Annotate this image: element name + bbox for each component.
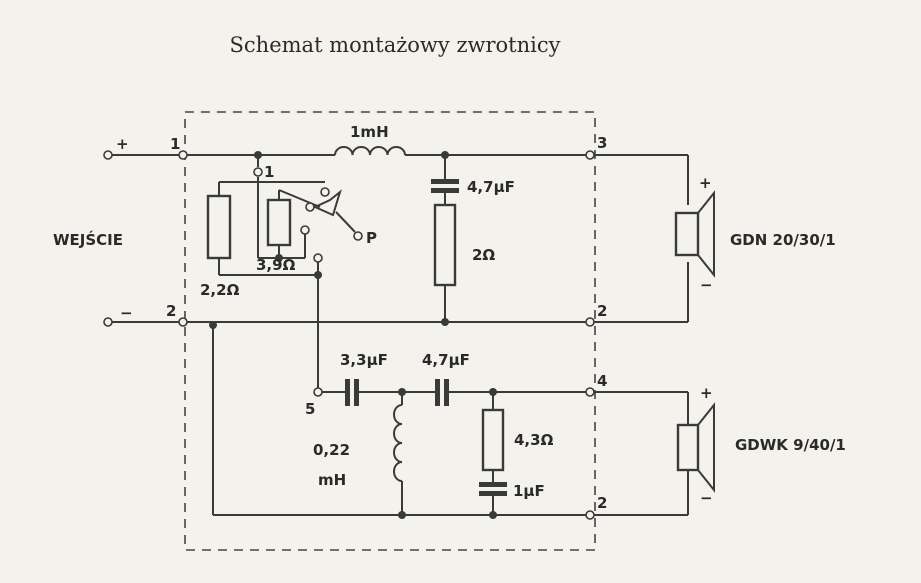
terminal-5 (313, 387, 323, 397)
capacitor-4-7uf-label: 4,7µF (467, 178, 515, 196)
resistor-3-9ohm-label: 3,9Ω (256, 256, 296, 274)
input-minus-terminal (103, 317, 113, 327)
terminal-2-input-label: 2 (166, 302, 176, 320)
terminal-1-label: 1 (170, 135, 180, 153)
input-label: WEJŚCIE (53, 230, 123, 249)
terminal-2-input (178, 317, 188, 327)
tweeter-minus-label: − (700, 489, 713, 507)
capacitor-1uf-label: 1µF (513, 482, 545, 500)
terminal-2-tweeter (585, 510, 595, 520)
tweeter-speaker-icon (676, 402, 715, 493)
positive-rail (110, 154, 689, 205)
inductor-1mh-label: 1mH (350, 123, 389, 141)
inductor-unit-label: mH (318, 471, 346, 489)
terminal-4 (585, 387, 595, 397)
resistor-4-3ohm-label: 4,3Ω (514, 431, 554, 449)
resistor-2-2ohm-label: 2,2Ω (200, 281, 240, 299)
terminal-2-woofer (585, 317, 595, 327)
terminal-4-label: 4 (597, 372, 607, 390)
terminal-3-label: 3 (597, 134, 607, 152)
woofer-shunt-branch (431, 155, 459, 322)
woofer-label: GDN 20/30/1 (730, 231, 836, 249)
tweeter-filter (322, 379, 689, 519)
terminal-5-label: 5 (305, 400, 315, 418)
terminal-3 (585, 150, 595, 160)
terminal-2-woofer-label: 2 (597, 302, 607, 320)
input-plus-label: + (116, 135, 129, 153)
tap-terminal-1 (253, 167, 263, 177)
tweeter-plus-label: + (700, 384, 713, 402)
capacitor-3-3uf-label: 3,3µF (340, 351, 388, 369)
tap-terminal-1-label: 1 (264, 163, 274, 181)
input-minus-label: − (120, 304, 133, 322)
switch-p-label: P (366, 229, 377, 247)
woofer-plus-label: + (699, 174, 712, 192)
input-plus-terminal (103, 150, 113, 160)
diagram-title: Schemat montażowy zwrotnicy (230, 33, 561, 57)
attenuator-network (206, 155, 363, 388)
inductor-1mh (334, 146, 406, 156)
woofer-speaker-icon (674, 190, 715, 278)
woofer-minus-label: − (700, 276, 713, 294)
terminal-2-tweeter-label: 2 (597, 494, 607, 512)
resistor-2ohm-label: 2Ω (472, 246, 495, 264)
crossover-enclosure-outline (184, 111, 596, 551)
inductor-value-label: 0,22 (313, 441, 350, 459)
terminal-1 (178, 150, 188, 160)
capacitor-4-7uf-tweeter-label: 4,7µF (422, 351, 470, 369)
tweeter-label: GDWK 9/40/1 (735, 436, 846, 454)
